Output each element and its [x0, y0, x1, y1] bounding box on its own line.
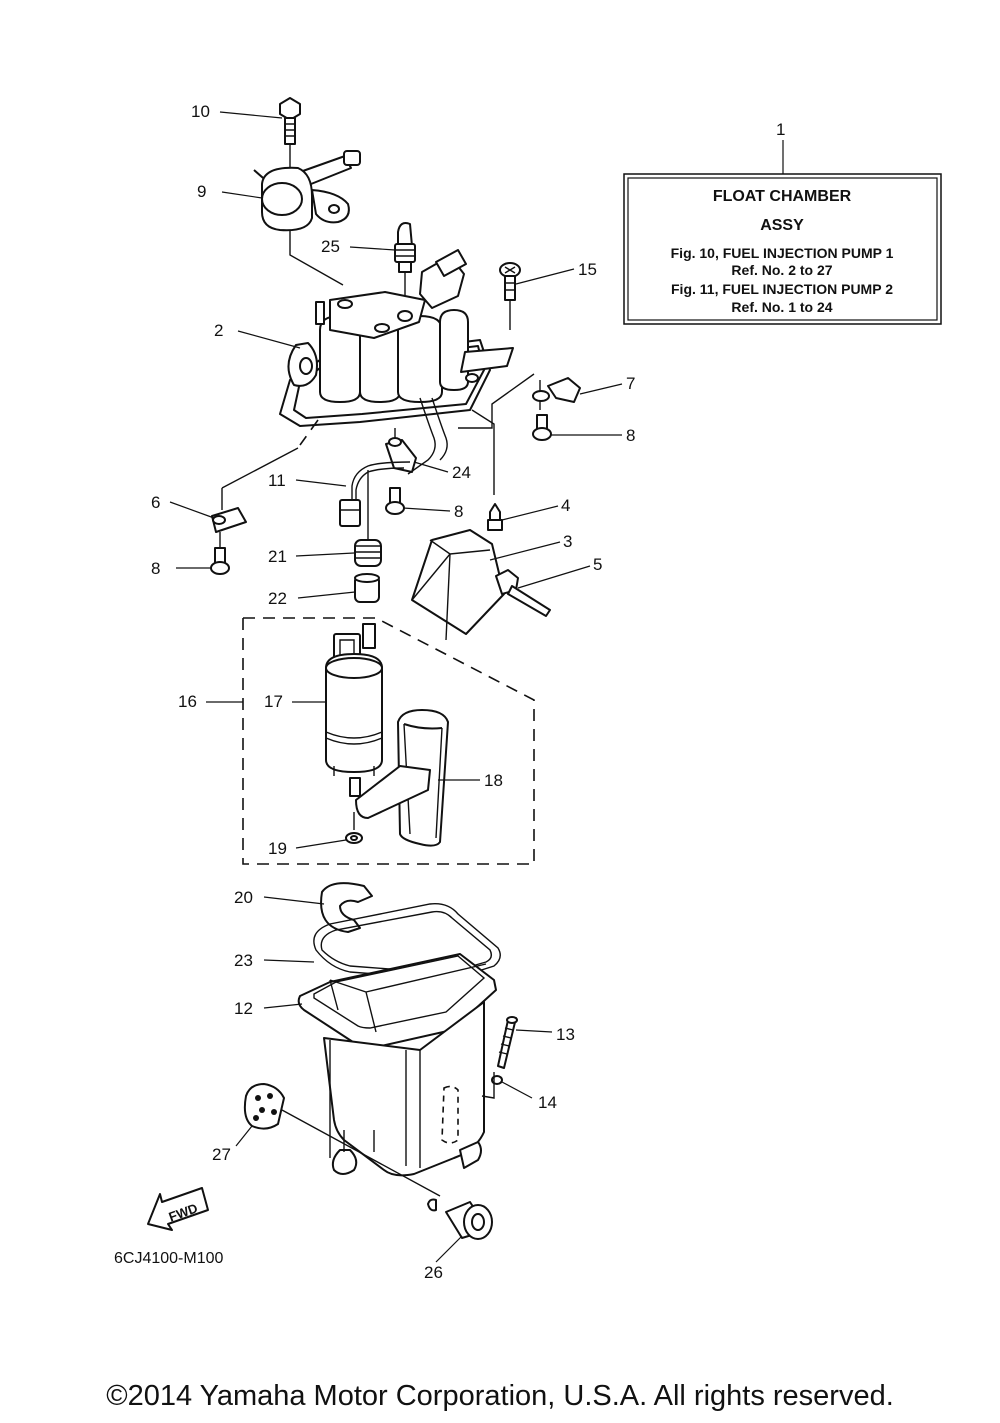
- callout-label: 8: [454, 502, 463, 521]
- callout-label: 1: [776, 120, 785, 139]
- float-chamber-body-12: [297, 953, 497, 1177]
- callout-label: 14: [538, 1093, 557, 1112]
- pump-assembly-outline-16: [242, 617, 535, 865]
- pilot-screw-13: [497, 1016, 518, 1069]
- callout-label: 19: [268, 839, 287, 858]
- callout-label: 22: [268, 589, 287, 608]
- callout-label: 8: [151, 559, 160, 578]
- sensor-25: [394, 222, 416, 273]
- callout-label: 5: [593, 555, 602, 574]
- callout-label: 6: [151, 493, 160, 512]
- callout-label: 18: [484, 771, 503, 790]
- info-box-line: Ref. No. 1 to 24: [731, 299, 832, 315]
- fuel-filter-18: [355, 709, 449, 847]
- callout-label: 7: [626, 374, 635, 393]
- callout-label: 8: [626, 426, 635, 445]
- callout-label: 23: [234, 951, 253, 970]
- info-box-line: Ref. No. 2 to 27: [731, 262, 832, 278]
- screw-15: [499, 262, 521, 301]
- seal-22: [354, 573, 380, 603]
- callout-label: 16: [178, 692, 197, 711]
- callout-label: 20: [234, 888, 253, 907]
- diagram-code: 6CJ4100-M100: [114, 1250, 224, 1267]
- grommet-27: [243, 1083, 285, 1130]
- bracket-6: [211, 507, 247, 533]
- float-3: [411, 529, 519, 641]
- callout-label: 3: [563, 532, 572, 551]
- washer-19: [345, 832, 363, 844]
- callout-label: 11: [268, 471, 286, 490]
- retainer-20: [320, 882, 373, 933]
- drain-plug-26: [427, 1198, 493, 1240]
- callout-label: 24: [452, 463, 471, 482]
- info-box-line: FLOAT CHAMBER: [713, 188, 852, 205]
- bolt-10: [279, 97, 301, 145]
- callout-label: 15: [578, 260, 597, 279]
- bolt-8-left: [210, 547, 230, 575]
- pin-5: [507, 585, 551, 617]
- callout-label: 2: [214, 321, 223, 340]
- callout-label: 10: [191, 102, 210, 121]
- leader-lines: [169, 111, 623, 1263]
- gasket-23: [313, 903, 501, 982]
- callout-label: 21: [268, 547, 287, 566]
- callout-numbers: 10 9 25 15 2 7 8 11 24 6 8 4 21 3 5 8 22…: [151, 102, 635, 1282]
- callout-label: 27: [212, 1145, 231, 1164]
- info-box: 1 FLOAT CHAMBER ASSY Fig. 10, FUEL INJEC…: [623, 120, 942, 325]
- callout-label: 25: [321, 237, 340, 256]
- info-box-line: Fig. 10, FUEL INJECTION PUMP 1: [671, 245, 894, 261]
- pressure-regulator-9: [253, 150, 361, 232]
- callout-label: 13: [556, 1025, 575, 1044]
- fwd-arrow-icon: FWD: [147, 1187, 209, 1231]
- spring-21: [354, 539, 382, 567]
- bolt-8-right: [532, 414, 552, 441]
- wire-harness-11: [339, 437, 417, 527]
- callout-label: 12: [234, 999, 253, 1018]
- clip-7: [532, 377, 581, 403]
- info-box-line: ASSY: [760, 217, 804, 234]
- bolt-8-center: [385, 487, 405, 515]
- float-chamber-cover-2: [279, 249, 514, 475]
- callout-label: 4: [561, 496, 570, 515]
- copyright-notice: ©2014 Yamaha Motor Corporation, U.S.A. A…: [106, 1380, 894, 1412]
- callout-label: 9: [197, 182, 206, 201]
- needle-valve-4: [487, 503, 503, 531]
- fuel-pump-17: [325, 623, 383, 797]
- info-box-line: Fig. 11, FUEL INJECTION PUMP 2: [671, 281, 893, 297]
- callout-label: 26: [424, 1263, 443, 1282]
- callout-label: 17: [264, 692, 283, 711]
